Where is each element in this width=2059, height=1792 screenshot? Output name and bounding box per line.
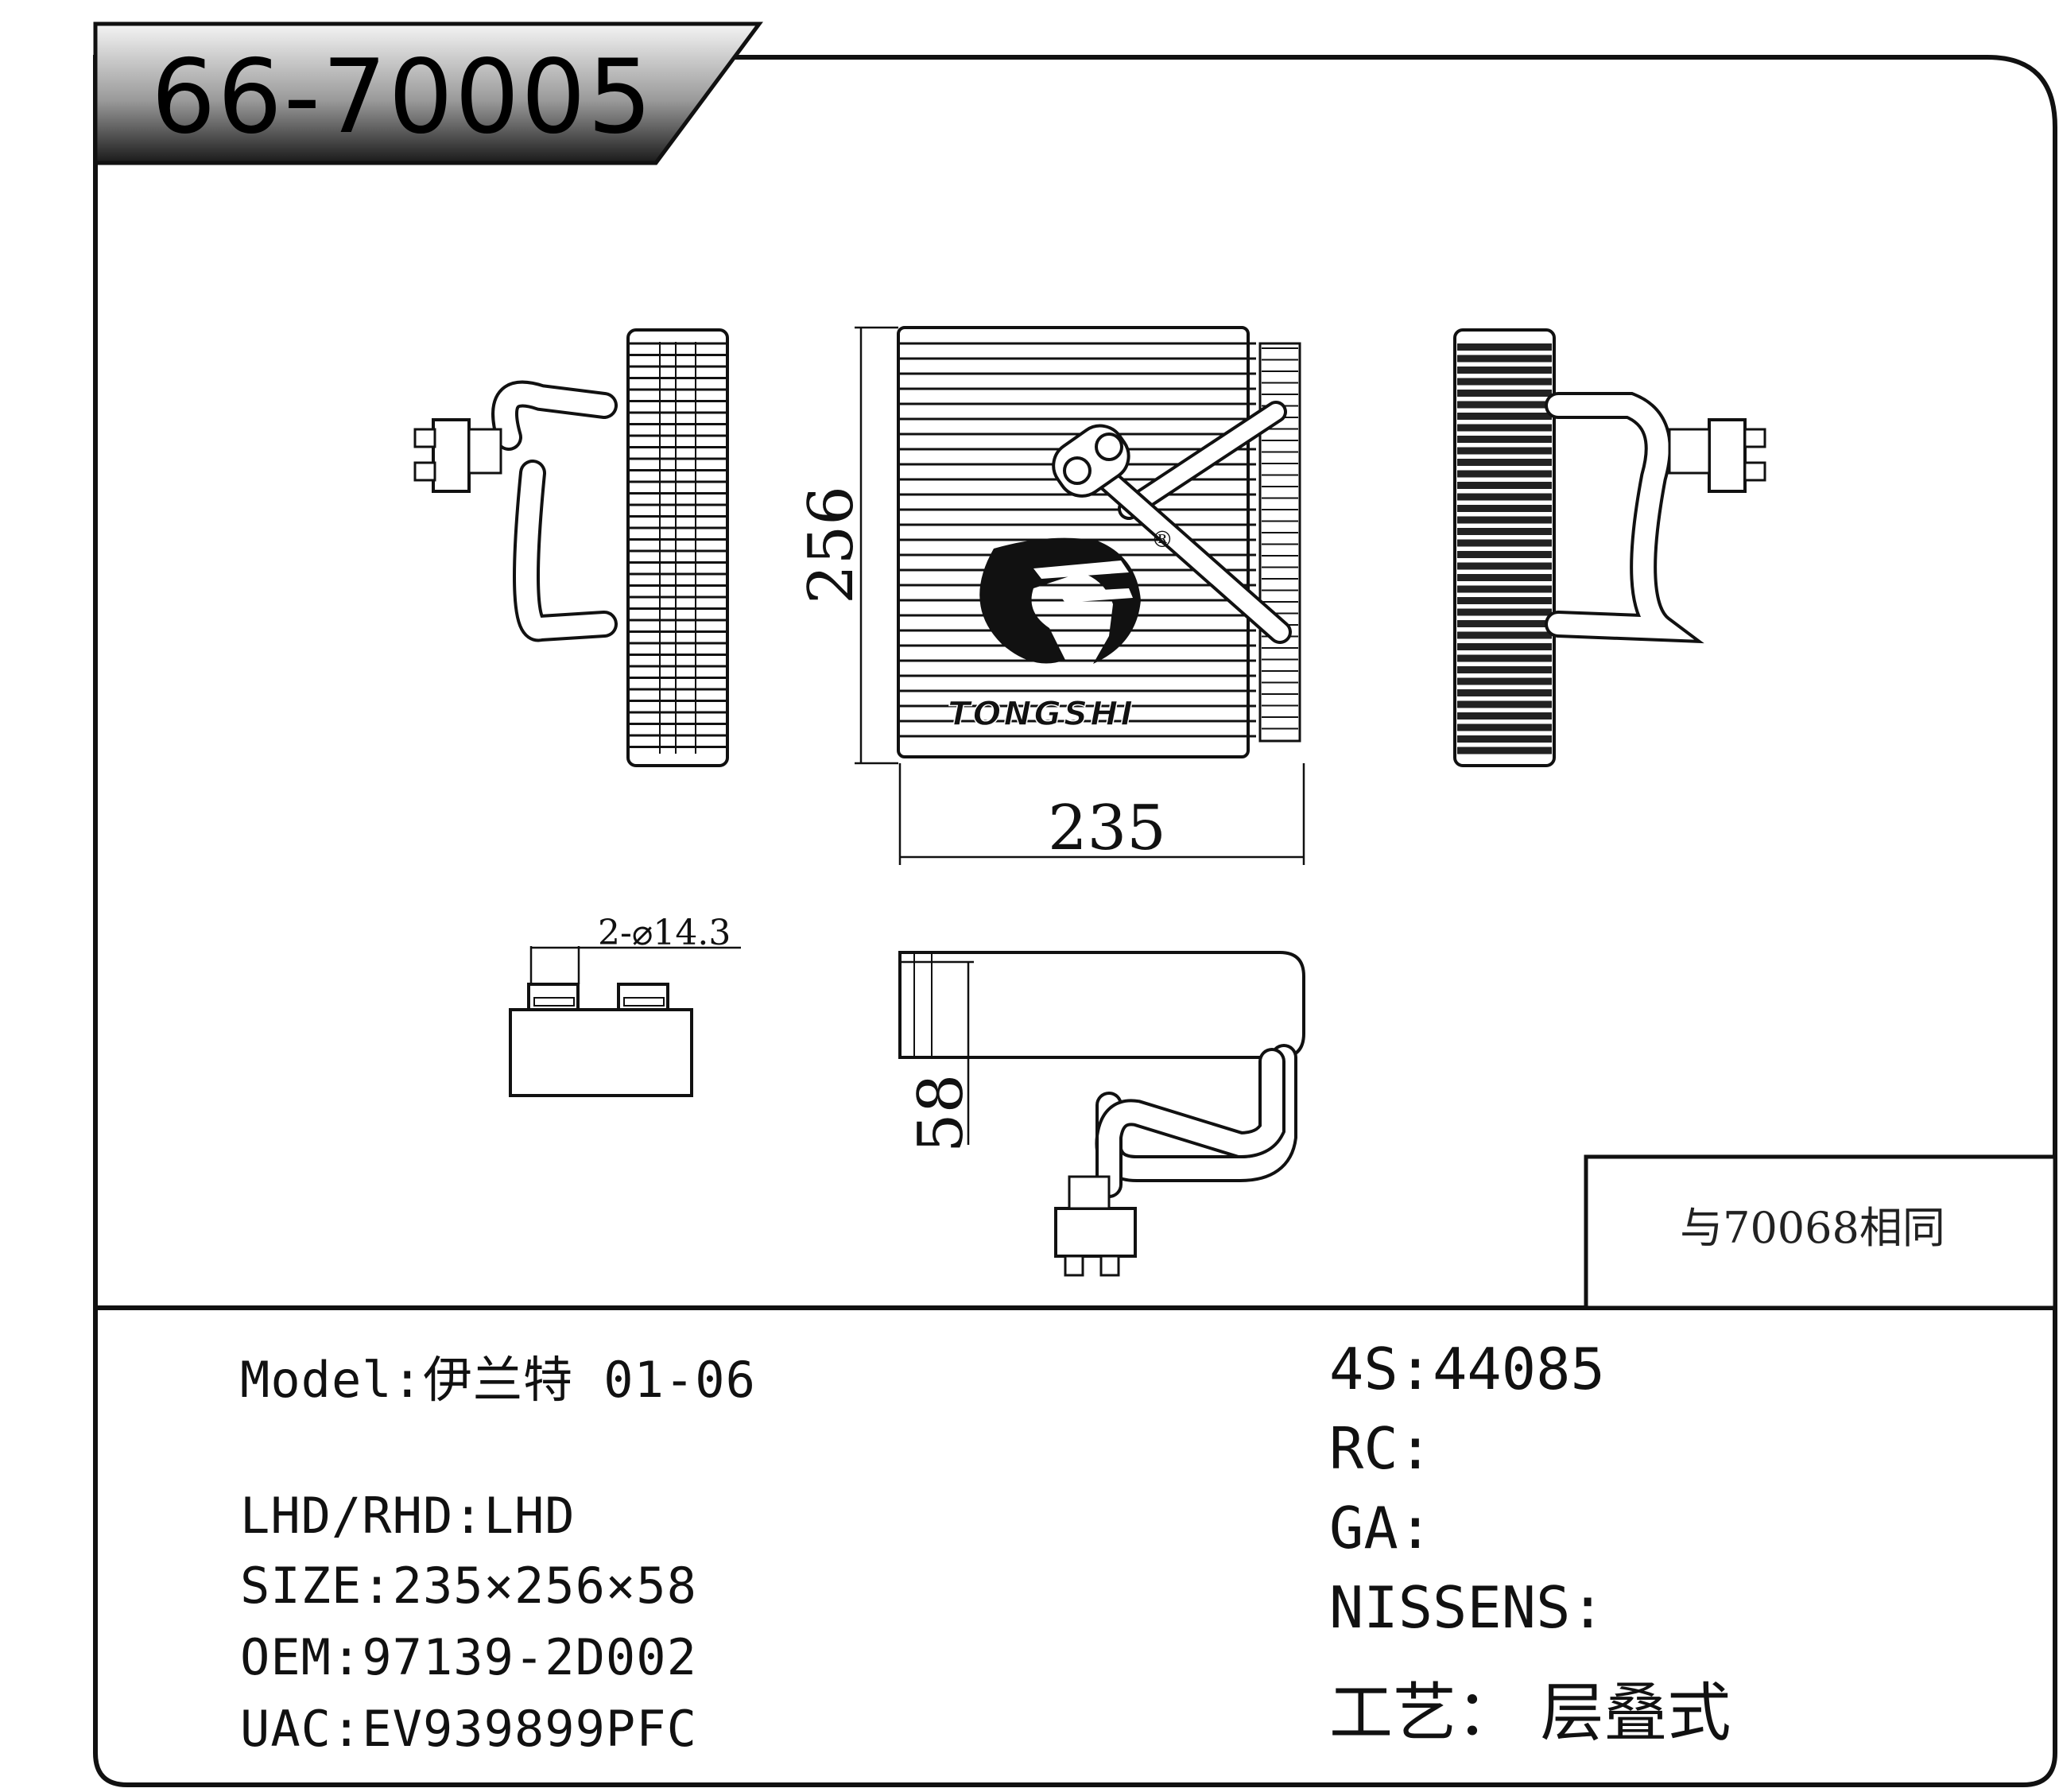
dim-width [898,763,1305,865]
fin-line [1457,747,1552,754]
evaporator-front-view: ® TONGSHI 256 235 [796,326,1305,865]
fin-line [1457,401,1552,409]
fin-line [1457,378,1552,386]
spec-model-value: 伊兰特 01-06 [422,1351,756,1409]
fin-line [1457,390,1552,397]
sheet-border [93,55,2057,1787]
fin-line [1457,723,1552,731]
spec-ga-label: GA [1329,1495,1433,1561]
fin-line [1457,562,1552,570]
spec-uac-label: UAC [240,1700,362,1758]
spec-process-label: 工艺 [1329,1676,1456,1750]
fin-line [1457,608,1552,616]
fin-line [1457,574,1552,581]
spec-model-label: Model [240,1351,423,1409]
fin-line [1457,700,1552,708]
spec-size-label: SIZE [240,1557,393,1615]
spec-rc: RC [1329,1415,1433,1482]
port-detail-view [509,946,741,1097]
fin-line [1457,631,1552,639]
fin-line [1457,597,1552,604]
part-number: 66-70005 [151,38,654,157]
fin-line [1457,355,1552,363]
spec-drive-side-label: LHD/RHD [240,1487,484,1545]
fin-line [1457,424,1552,432]
spec-size: SIZE235×256×58 [240,1557,697,1615]
spec-4s: 4S44085 [1329,1336,1605,1402]
fin-line [1457,505,1552,512]
spec-4s-value: 44085 [1433,1336,1605,1402]
fin-line [1457,343,1552,351]
spec-process-value: 层叠式 [1540,1676,1731,1750]
header-tab [93,21,763,165]
fin-line [1457,689,1552,696]
spec-model: Model伊兰特 01-06 [240,1340,756,1411]
expansion-flange [1052,424,1130,498]
dim-width-label: 235 [1048,793,1166,864]
fin-line [1457,551,1552,558]
spec-size-value: 235×256×58 [392,1557,697,1615]
dim-height [855,326,898,765]
fin-line [1457,654,1552,662]
spec-drive-side-value: LHD [483,1487,576,1545]
fin-line [1457,677,1552,685]
dim-port-label: 2-⌀14.3 [598,913,731,953]
fin-line [1457,666,1552,673]
spec-oem-value: 97139-2D002 [362,1628,697,1686]
evaporator-right-view [1453,328,1766,767]
dim-height-label: 256 [796,486,867,604]
spec-oem: OEM97139-2D002 [240,1628,697,1686]
fin-line [1457,470,1552,478]
fin-line [1457,539,1552,547]
fin-line [1457,413,1552,420]
spec-ga: GA [1329,1495,1433,1561]
spec-nissens-label: NISSENS [1329,1574,1605,1641]
fin-line [1457,516,1552,524]
spec-drive-side: LHD/RHDLHD [240,1487,576,1545]
equivalence-note: 与70068相同 [1680,1203,1945,1253]
brand-logo: ® TONGSHI [947,526,1173,734]
spec-4s-label: 4S [1329,1336,1433,1402]
spec-nissens: NISSENS [1329,1574,1605,1641]
spec-process: 工艺： 层叠式 [1329,1676,1731,1750]
evaporator-top-view [898,951,1305,1277]
evaporator-left-view [413,328,729,767]
spec-oem-label: OEM [240,1628,362,1686]
fin-line [1457,459,1552,466]
dim-depth-label: 58 [905,1074,977,1153]
fin-line [1457,585,1552,593]
brand-logo-text: TONGSHI [948,694,1135,733]
spec-rc-label: RC [1329,1415,1433,1482]
fin-line [1457,712,1552,720]
fin-line [1457,367,1552,374]
fin-line [1457,436,1552,443]
fin-line [1457,493,1552,501]
fin-line [1457,620,1552,627]
fin-line [1457,528,1552,535]
fin-line [1457,643,1552,650]
svg-text:®: ® [1151,526,1173,553]
note-box [1584,1154,2057,1310]
spec-uac: UACEV939899PFC [240,1700,697,1758]
fin-line [1457,735,1552,743]
fin-line [1457,482,1552,489]
spec-uac-value: EV939899PFC [362,1700,697,1758]
fin-line [1457,447,1552,455]
